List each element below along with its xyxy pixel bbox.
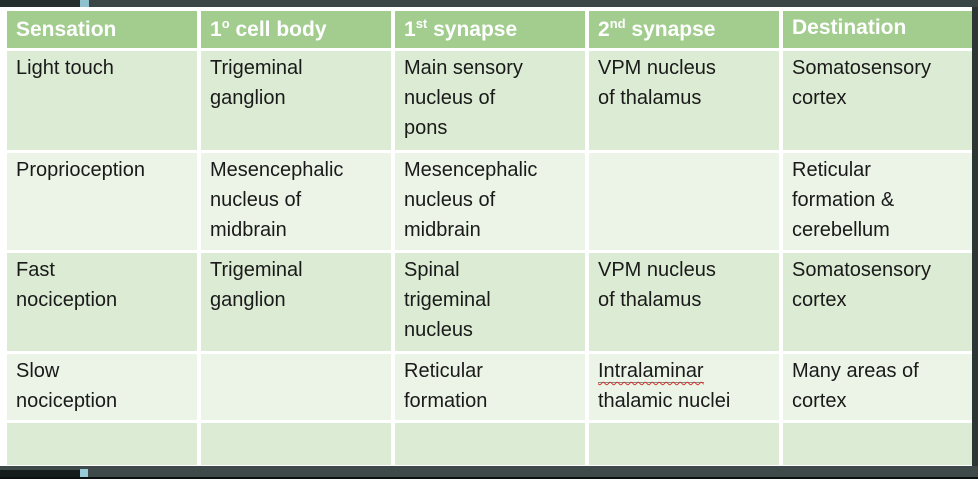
- table-cell: Trigeminal ganglion: [201, 253, 391, 351]
- header-superscript: o: [221, 15, 230, 31]
- header-superscript: nd: [609, 15, 626, 31]
- table-cell: Mesencephalic nucleus of midbrain: [201, 153, 391, 250]
- bottom-chrome-bar: [0, 466, 978, 479]
- bottom-bar-dark-segment: [0, 470, 80, 479]
- table-cell: VPM nucleus of thalamus: [589, 51, 779, 150]
- table-cell: Somatosensory cortex: [783, 253, 973, 351]
- table-cell: Many areas of cortex: [783, 354, 973, 420]
- header-label: 1st synapse: [404, 15, 518, 41]
- table-cell: Slow nociception: [7, 354, 197, 420]
- table-cell: [783, 423, 973, 465]
- top-scroll-handle[interactable]: [80, 0, 89, 7]
- right-edge-strip: [972, 7, 978, 466]
- table-cell: Fast nociception: [7, 253, 197, 351]
- table-cell: VPM nucleus of thalamus: [589, 253, 779, 351]
- bottom-bar-base-line: [0, 477, 978, 479]
- table-cell: [201, 354, 391, 420]
- header-label: Sensation: [16, 17, 117, 41]
- header-cell-destination: Destination: [783, 11, 973, 48]
- table-cell-with-spellcheck: Intralaminar thalamic nuclei: [589, 354, 779, 420]
- table-cell: Main sensory nucleus of pons: [395, 51, 585, 150]
- header-label: 1o cell body: [210, 15, 327, 41]
- header-cell-primary-cell-body: 1o cell body: [201, 11, 391, 48]
- table-cell: [7, 423, 197, 465]
- table-cell: Somatosensory cortex: [783, 51, 973, 150]
- table-cell: Mesencephalic nucleus of midbrain: [395, 153, 585, 250]
- sensory-pathways-table: Sensation 1o cell body 1st synapse 2nd s…: [7, 11, 973, 465]
- table-cell: [201, 423, 391, 465]
- header-cell-second-synapse: 2nd synapse: [589, 11, 779, 48]
- header-label: Destination: [792, 16, 907, 39]
- bottom-scroll-handle[interactable]: [80, 469, 88, 477]
- table-cell: Trigeminal ganglion: [201, 51, 391, 150]
- table-cell: [589, 423, 779, 465]
- table-cell: Proprioception: [7, 153, 197, 250]
- table-cell: [395, 423, 585, 465]
- table-cell: Spinal trigeminal nucleus: [395, 253, 585, 351]
- cell-text: thalamic nuclei: [598, 390, 731, 412]
- table-cell: Light touch: [7, 51, 197, 150]
- misspelled-word: Intralaminar: [598, 360, 704, 383]
- table-cell: Reticular formation & cerebellum: [783, 153, 973, 250]
- header-cell-sensation: Sensation: [7, 11, 197, 48]
- header-cell-first-synapse: 1st synapse: [395, 11, 585, 48]
- table-cell: [589, 153, 779, 250]
- header-label: 2nd synapse: [598, 15, 716, 41]
- top-bar-dark-segment: [0, 0, 80, 7]
- top-chrome-bar: [0, 0, 978, 7]
- table-cell: Reticular formation: [395, 354, 585, 420]
- header-superscript: st: [415, 15, 428, 31]
